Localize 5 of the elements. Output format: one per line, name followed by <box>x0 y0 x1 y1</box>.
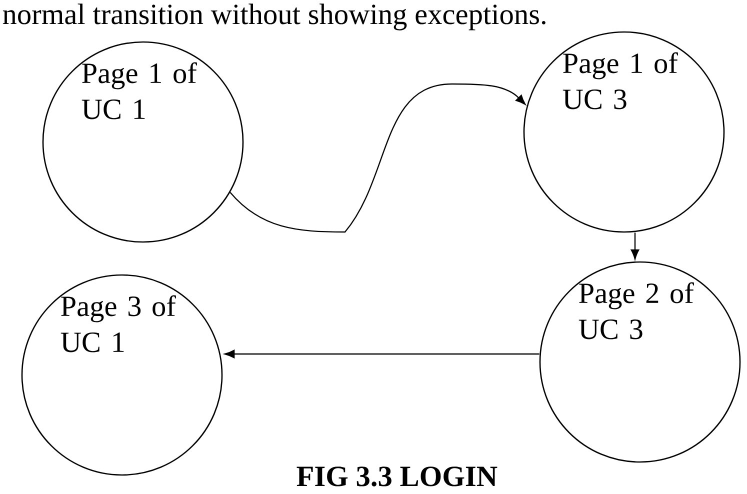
arrow <box>230 83 526 233</box>
figure-caption: FIG 3.3 LOGIN <box>296 466 498 486</box>
arrow <box>630 232 640 260</box>
note-text: normal transition without showing exceptions. <box>2 4 546 30</box>
arrow <box>224 350 540 358</box>
